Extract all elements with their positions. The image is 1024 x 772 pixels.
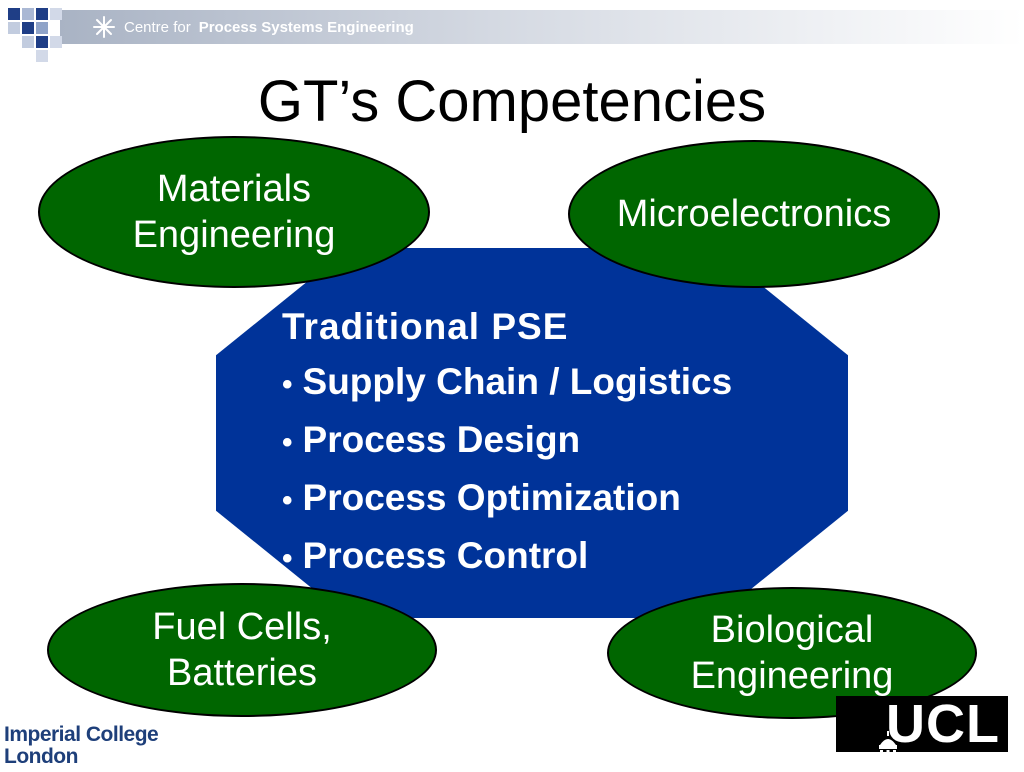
ellipse-fuel-cells: Fuel Cells, Batteries	[47, 583, 437, 717]
ellipse-label: Fuel Cells, Batteries	[152, 606, 332, 694]
ellipse-materials-engineering: Materials Engineering	[38, 136, 430, 288]
dome-icon	[876, 710, 900, 772]
header-bar	[60, 10, 1024, 44]
snowflake-star-icon	[92, 15, 116, 39]
ellipse-label: Microelectronics	[616, 193, 892, 235]
header-title: Centre for Process Systems Engineering	[92, 12, 414, 42]
ucl-text: UCL	[886, 694, 1000, 754]
center-content: Traditional PSE Supply Chain / Logistics…	[282, 302, 852, 586]
header-name: Process Systems Engineering	[198, 18, 414, 36]
imperial-line2: London	[4, 745, 78, 768]
ellipse-label: Materials Engineering	[132, 168, 336, 256]
ucl-logo: UCL	[836, 694, 1008, 759]
center-list: Supply Chain / Logistics Process Design …	[282, 354, 852, 586]
ellipse-microelectronics: Microelectronics	[568, 140, 940, 288]
list-item: Process Control	[282, 528, 852, 586]
imperial-college-logo: Imperial College London	[4, 723, 159, 768]
list-item: Process Optimization	[282, 470, 852, 528]
list-item: Supply Chain / Logistics	[282, 354, 852, 412]
header-prefix: Centre for	[124, 18, 191, 36]
slide-title: GT’s Competencies	[257, 69, 767, 134]
center-title: Traditional PSE	[282, 306, 569, 347]
imperial-line1: Imperial College	[4, 723, 159, 746]
list-item: Process Design	[282, 412, 852, 470]
ellipse-label: Biological Engineering	[690, 609, 894, 697]
